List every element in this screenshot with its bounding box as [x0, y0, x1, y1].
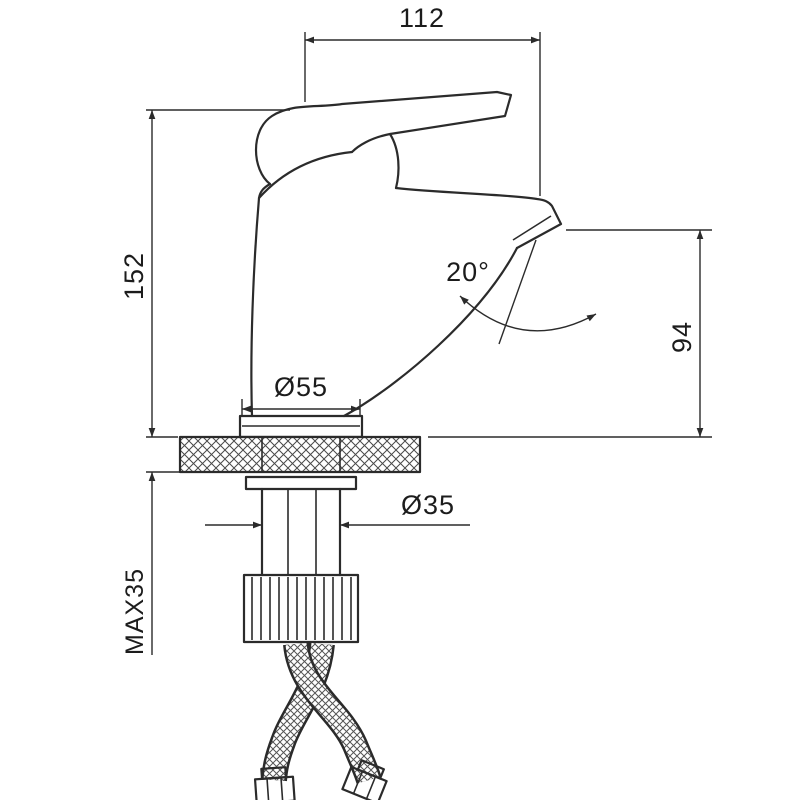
dim-label-d35: Ø35	[401, 490, 455, 520]
supply-hoses	[253, 642, 388, 800]
spout-body	[250, 182, 563, 418]
spout-top-and-tip	[394, 186, 563, 250]
shank-edges	[260, 487, 342, 577]
deck-hatch	[180, 437, 420, 472]
deck-hole-edges	[261, 437, 341, 472]
mounting-deck	[178, 435, 422, 474]
dim-label-94: 94	[667, 321, 697, 353]
angle-label: 20°	[446, 257, 490, 287]
hose-fitting-right	[341, 759, 388, 800]
base-plate	[238, 414, 364, 439]
dim-label-d55: Ø55	[274, 372, 328, 402]
lever-outline	[254, 90, 513, 186]
ext-lines-112	[304, 32, 541, 196]
aerator-line	[512, 215, 552, 241]
dim-label-112: 112	[399, 3, 445, 33]
dimension-hole-diameter: Ø35	[205, 490, 470, 529]
handle-lever	[254, 90, 513, 200]
dome-right-side	[388, 132, 400, 190]
deck-outline	[178, 435, 422, 474]
ext-lines-94	[428, 229, 712, 438]
shank-assembly	[244, 475, 358, 577]
hose-tubes-upper	[287, 489, 317, 575]
dim-label-152: 152	[119, 252, 149, 300]
dimension-max-thickness: MAX35	[121, 471, 180, 655]
supply-hose-right	[283, 642, 382, 784]
angle-annotation-20deg: 20°	[446, 239, 597, 345]
nut-outline	[242, 573, 360, 644]
dimension-height-94: 94	[428, 229, 712, 438]
mounting-nut	[242, 573, 360, 644]
faucet-outline	[178, 90, 563, 800]
dim-label-max35: MAX35	[121, 568, 149, 655]
body-left-edge	[250, 182, 272, 418]
dimension-base-diameter: Ø55	[241, 372, 361, 415]
spout-underside-curve	[342, 246, 519, 418]
hose-fitting-left	[253, 766, 296, 800]
angle-arc	[459, 295, 597, 332]
ext-lines-152	[146, 109, 290, 438]
dimension-width-112: 112	[304, 3, 541, 196]
dimension-height-152: 152	[119, 109, 290, 438]
cartridge-dome	[257, 150, 354, 200]
angle-ray	[498, 239, 537, 345]
nut-knurling	[251, 577, 352, 640]
washer	[244, 475, 358, 491]
